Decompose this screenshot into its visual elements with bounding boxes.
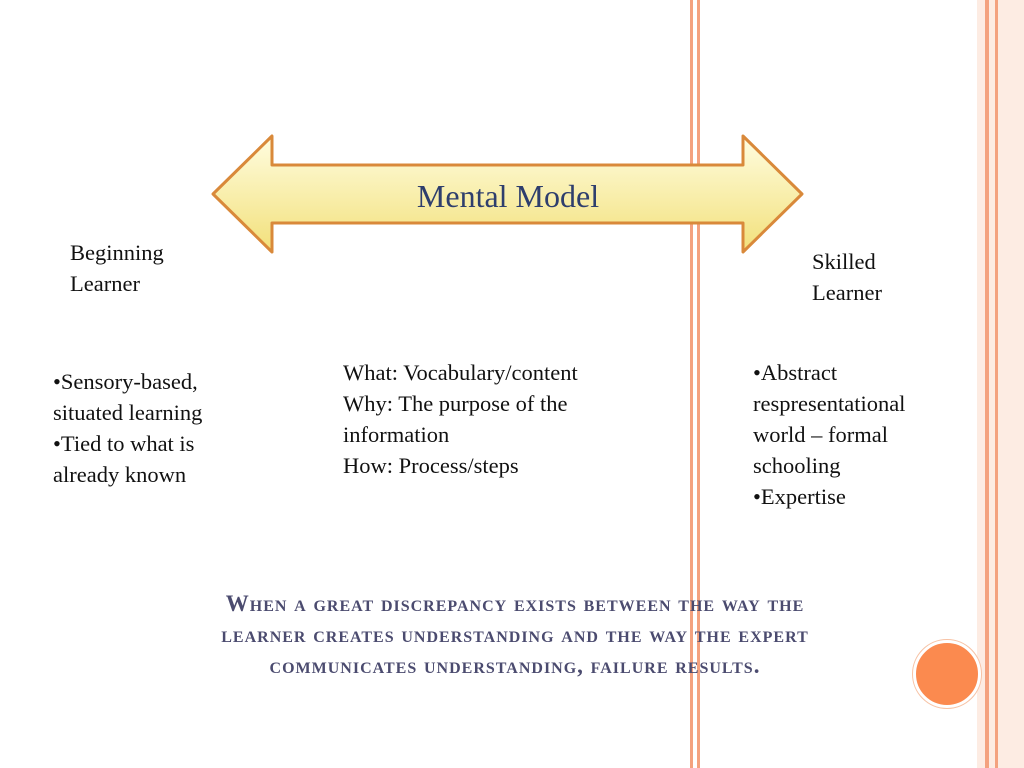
arrow-title: Mental Model xyxy=(416,178,600,214)
text-line: What: Vocabulary/content xyxy=(343,360,578,385)
text-line: Why: The purpose of the xyxy=(343,391,568,416)
list-line: respresentational xyxy=(753,391,906,416)
summary-statement: When a great discrepancy exists between … xyxy=(100,588,930,681)
double-arrow-shape xyxy=(211,134,804,254)
skilled-learner-label: Skilled Learner xyxy=(812,246,962,308)
decorative-circle xyxy=(913,640,981,708)
list-line: •Sensory-based, xyxy=(53,369,198,394)
list-line: schooling xyxy=(753,453,841,478)
list-line: •Tied to what is xyxy=(53,431,195,456)
summary-line: When a great discrepancy exists between … xyxy=(225,591,805,616)
list-line: •Abstract xyxy=(753,360,838,385)
what-why-how-block: What: Vocabulary/content Why: The purpos… xyxy=(343,357,673,481)
label-line: Skilled xyxy=(812,249,876,274)
list-line: •Expertise xyxy=(753,484,846,509)
label-line: Learner xyxy=(70,271,140,296)
list-line: already known xyxy=(53,462,187,487)
text-line: How: Process/steps xyxy=(343,453,519,478)
decorative-stripe xyxy=(690,0,693,768)
summary-line: learner creates understanding and the wa… xyxy=(221,622,809,647)
summary-line: communicates understanding, failure resu… xyxy=(269,653,761,678)
beginning-learner-label: Beginning Learner xyxy=(70,237,230,299)
skilled-learner-traits: •Abstract respresentational world – form… xyxy=(753,357,973,512)
list-line: situated learning xyxy=(53,400,203,425)
decorative-stripe xyxy=(985,0,989,768)
decorative-stripe xyxy=(697,0,700,768)
double-arrow-body xyxy=(211,134,804,254)
decorative-side-panel xyxy=(977,0,1024,768)
beginning-learner-traits: •Sensory-based, situated learning •Tied … xyxy=(53,366,303,490)
list-line: world – formal xyxy=(753,422,888,447)
label-line: Beginning xyxy=(70,240,164,265)
decorative-stripe xyxy=(995,0,998,768)
label-line: Learner xyxy=(812,280,882,305)
text-line: information xyxy=(343,422,450,447)
